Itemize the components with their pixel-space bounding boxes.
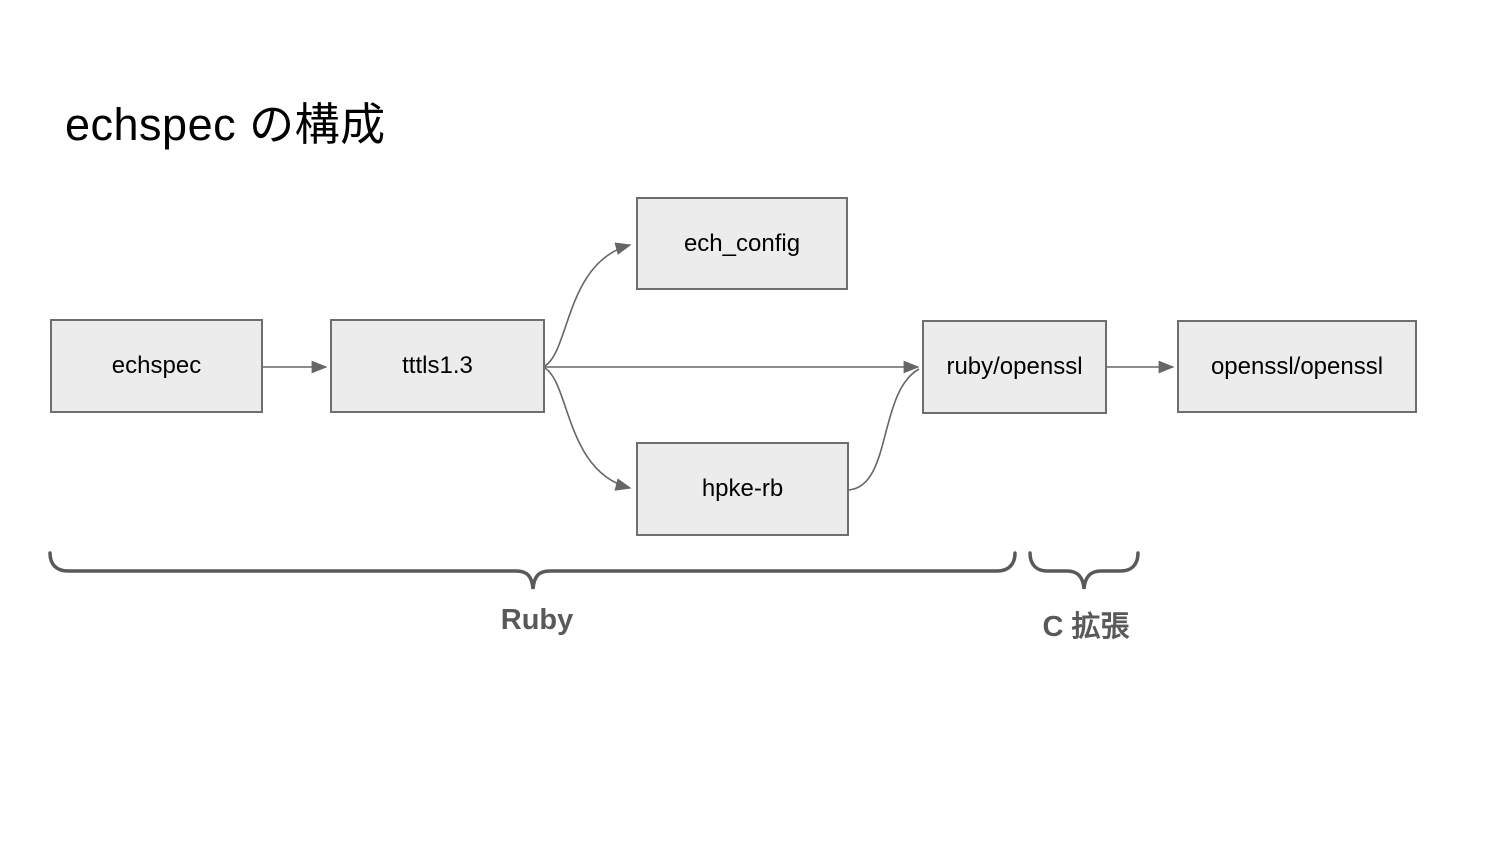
node-ruby-openssl-label: ruby/openssl — [946, 353, 1083, 380]
node-ech-config-label: ech_config — [683, 229, 801, 257]
node-ech-config: ech_config — [636, 197, 848, 290]
group-label-c-extension: C 拡張 — [1042, 611, 1130, 643]
node-tttls13-label: tttls1.3 — [402, 352, 473, 379]
slide-title: echspec の構成 — [65, 99, 386, 150]
node-ruby-openssl: ruby/openssl — [922, 320, 1107, 414]
arrow-hpke-rb-to-ruby-openssl — [848, 368, 920, 491]
node-openssl-openssl: openssl/openssl — [1177, 320, 1417, 413]
brace-ruby — [48, 551, 1017, 590]
node-echspec: echspec — [50, 319, 263, 413]
node-hpke-rb-label: hpke-rb — [701, 475, 784, 502]
group-label-ruby: Ruby — [500, 604, 574, 636]
brace-c-extension — [1028, 551, 1140, 590]
node-echspec-label: echspec — [111, 352, 202, 379]
node-tttls13: tttls1.3 — [330, 319, 545, 413]
arrow-tttls13-to-hpke-rb — [544, 367, 632, 491]
node-openssl-openssl-label: openssl/openssl — [1210, 352, 1384, 380]
arrow-tttls13-to-ech-config — [544, 242, 632, 367]
node-hpke-rb: hpke-rb — [636, 442, 849, 536]
